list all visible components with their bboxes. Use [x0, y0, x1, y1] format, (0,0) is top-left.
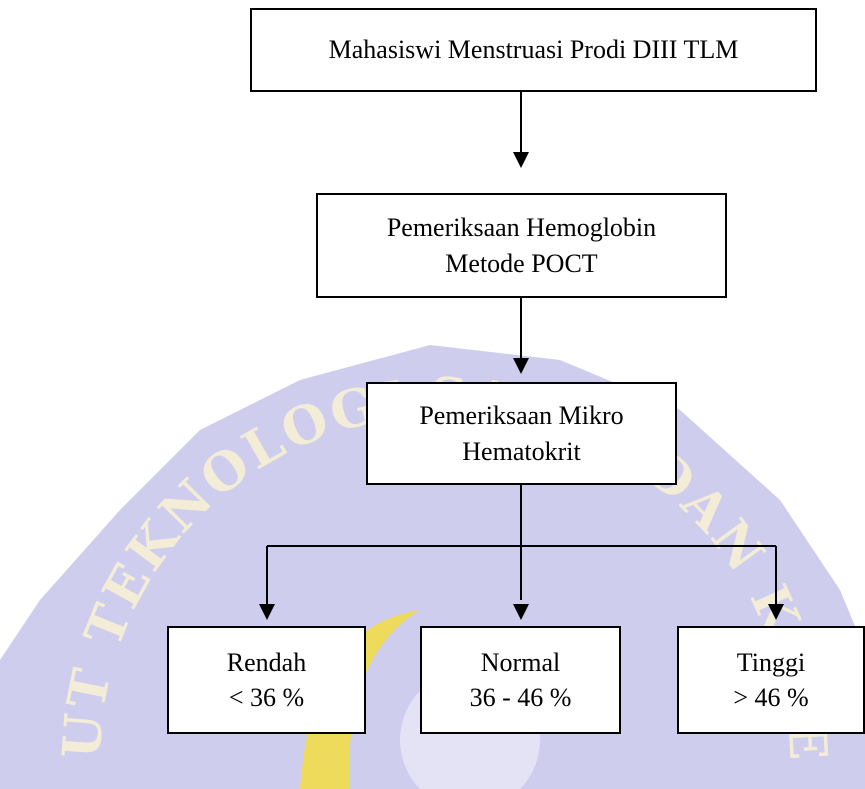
node-high-line-1: Tinggi: [736, 647, 806, 677]
node-normal-line-1: Normal: [480, 647, 561, 677]
arrowhead-to-low: [259, 604, 275, 620]
node-normal-line-2: 36 - 46 %: [469, 683, 572, 712]
arrowhead-to-high: [768, 604, 784, 620]
node-hemoglobin-test: Pemeriksaan Hemoglobin Metode POCT: [316, 193, 727, 298]
node-hemoglobin-line-1: Pemeriksaan Hemoglobin: [386, 213, 657, 243]
node-hematocrit-line-1: Pemeriksaan Mikro: [419, 401, 624, 431]
node-result-high: Tinggi > 46 %: [677, 626, 865, 734]
node-low-line-2: < 36 %: [228, 683, 305, 712]
node-hematocrit-test: Pemeriksaan Mikro Hematokrit: [366, 382, 677, 485]
arrowhead-to-normal: [513, 604, 529, 620]
node-subjects-label: Mahasiswi Menstruasi Prodi DIII TLM: [328, 35, 739, 65]
arrowhead-to-hematocrit: [513, 358, 529, 374]
watermark-crescent-icon: [300, 610, 420, 789]
node-hemoglobin-line-2: Metode POCT: [445, 248, 598, 278]
arrowhead-to-hemoglobin: [513, 152, 529, 168]
node-result-low: Rendah < 36 %: [167, 626, 366, 734]
node-low-line-1: Rendah: [226, 647, 307, 677]
node-high-line-2: > 46 %: [733, 683, 809, 712]
node-subjects: Mahasiswi Menstruasi Prodi DIII TLM: [250, 8, 817, 92]
node-result-normal: Normal 36 - 46 %: [420, 626, 621, 734]
node-hematocrit-line-2: Hematokrit: [462, 436, 581, 466]
